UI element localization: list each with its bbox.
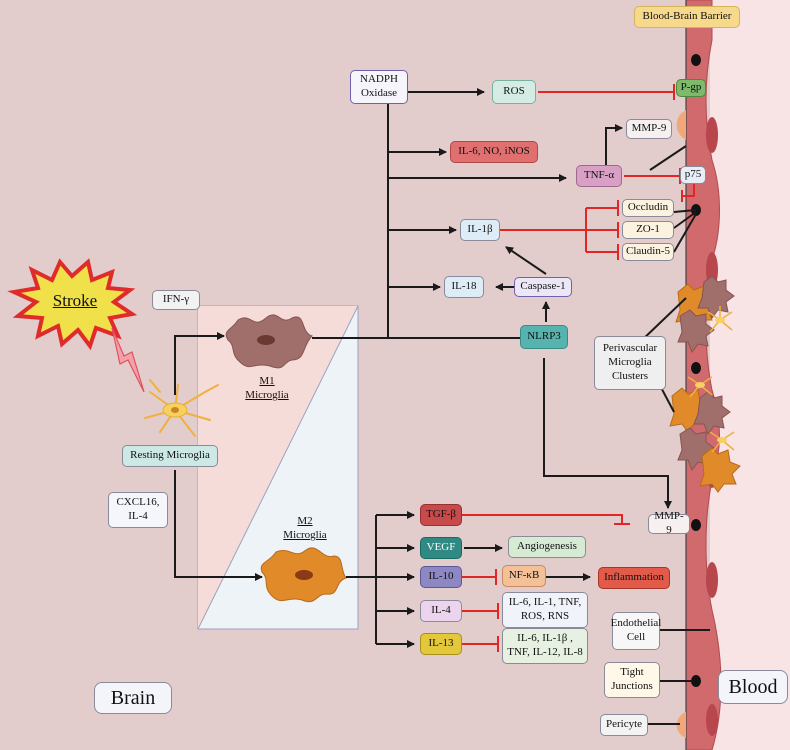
perivascular-cluster-icons (669, 275, 741, 493)
il4-targets-box: IL-6, IL-1, TNF,ROS, RNS (502, 592, 588, 628)
resting-microglia-box: Resting Microglia (122, 445, 218, 467)
brain-label: Brain (94, 682, 172, 714)
ifn-gamma-box: IFN-γ (152, 290, 200, 310)
tight-junction-dots (691, 54, 701, 687)
pericyte-box: Pericyte (600, 714, 648, 736)
m2-microglia-cell-icon (260, 547, 347, 603)
il4-box: IL-4 (420, 600, 462, 622)
mmp9-top-box: MMP-9 (626, 119, 672, 139)
cxcl16-il4-box: CXCL16, IL-4 (108, 492, 168, 528)
il13-box: IL-13 (420, 633, 462, 655)
vegf-box: VEGF (420, 537, 462, 559)
tnf-alpha-box: TNF-α (576, 165, 622, 187)
inhibition-lines (462, 84, 695, 652)
blood-brain-barrier-label: Blood-Brain Barrier (634, 6, 740, 28)
claudin5-box: Claudin-5 (622, 243, 674, 261)
resting-microglia-cell-icon (144, 379, 219, 437)
stroke-label: Stroke (52, 291, 98, 310)
lightning-icon (111, 327, 145, 393)
nlrp3-box: NLRP3 (520, 325, 568, 349)
zo1-box: ZO-1 (622, 221, 674, 239)
angiogenesis-box: Angiogenesis (508, 536, 586, 558)
nfkb-box: NF-κB (502, 565, 546, 587)
caspase1-box: Caspase-1 (514, 277, 572, 297)
occludin-box: Occludin (622, 199, 674, 217)
ros-box: ROS (492, 80, 536, 104)
cxcl16-text: CXCL16, (116, 496, 160, 509)
mmp9-bottom-box: MMP-9 (648, 510, 690, 536)
blood-region (710, 0, 790, 750)
stroke-burst-icon (7, 258, 138, 351)
il6-no-inos-box: IL-6, NO, iNOS (450, 141, 538, 163)
activation-arrows (174, 88, 710, 725)
inflammation-box: Inflammation (598, 567, 670, 589)
m1-microglia-cell-icon (225, 314, 313, 369)
p-gp-box: P-gp (676, 79, 706, 97)
il1b-box: IL-1β (460, 219, 500, 241)
tgf-beta-box: TGF-β (420, 504, 462, 526)
blood-label: Blood (718, 670, 788, 704)
p75-box: p75 (680, 166, 706, 184)
il10-box: IL-10 (420, 566, 462, 588)
il18-box: IL-18 (444, 276, 484, 298)
il13-targets-box: IL-6, IL-1β ,TNF, IL-12, IL-8 (502, 628, 588, 664)
il4-text: IL-4 (128, 510, 148, 522)
pericytes (676, 110, 686, 738)
